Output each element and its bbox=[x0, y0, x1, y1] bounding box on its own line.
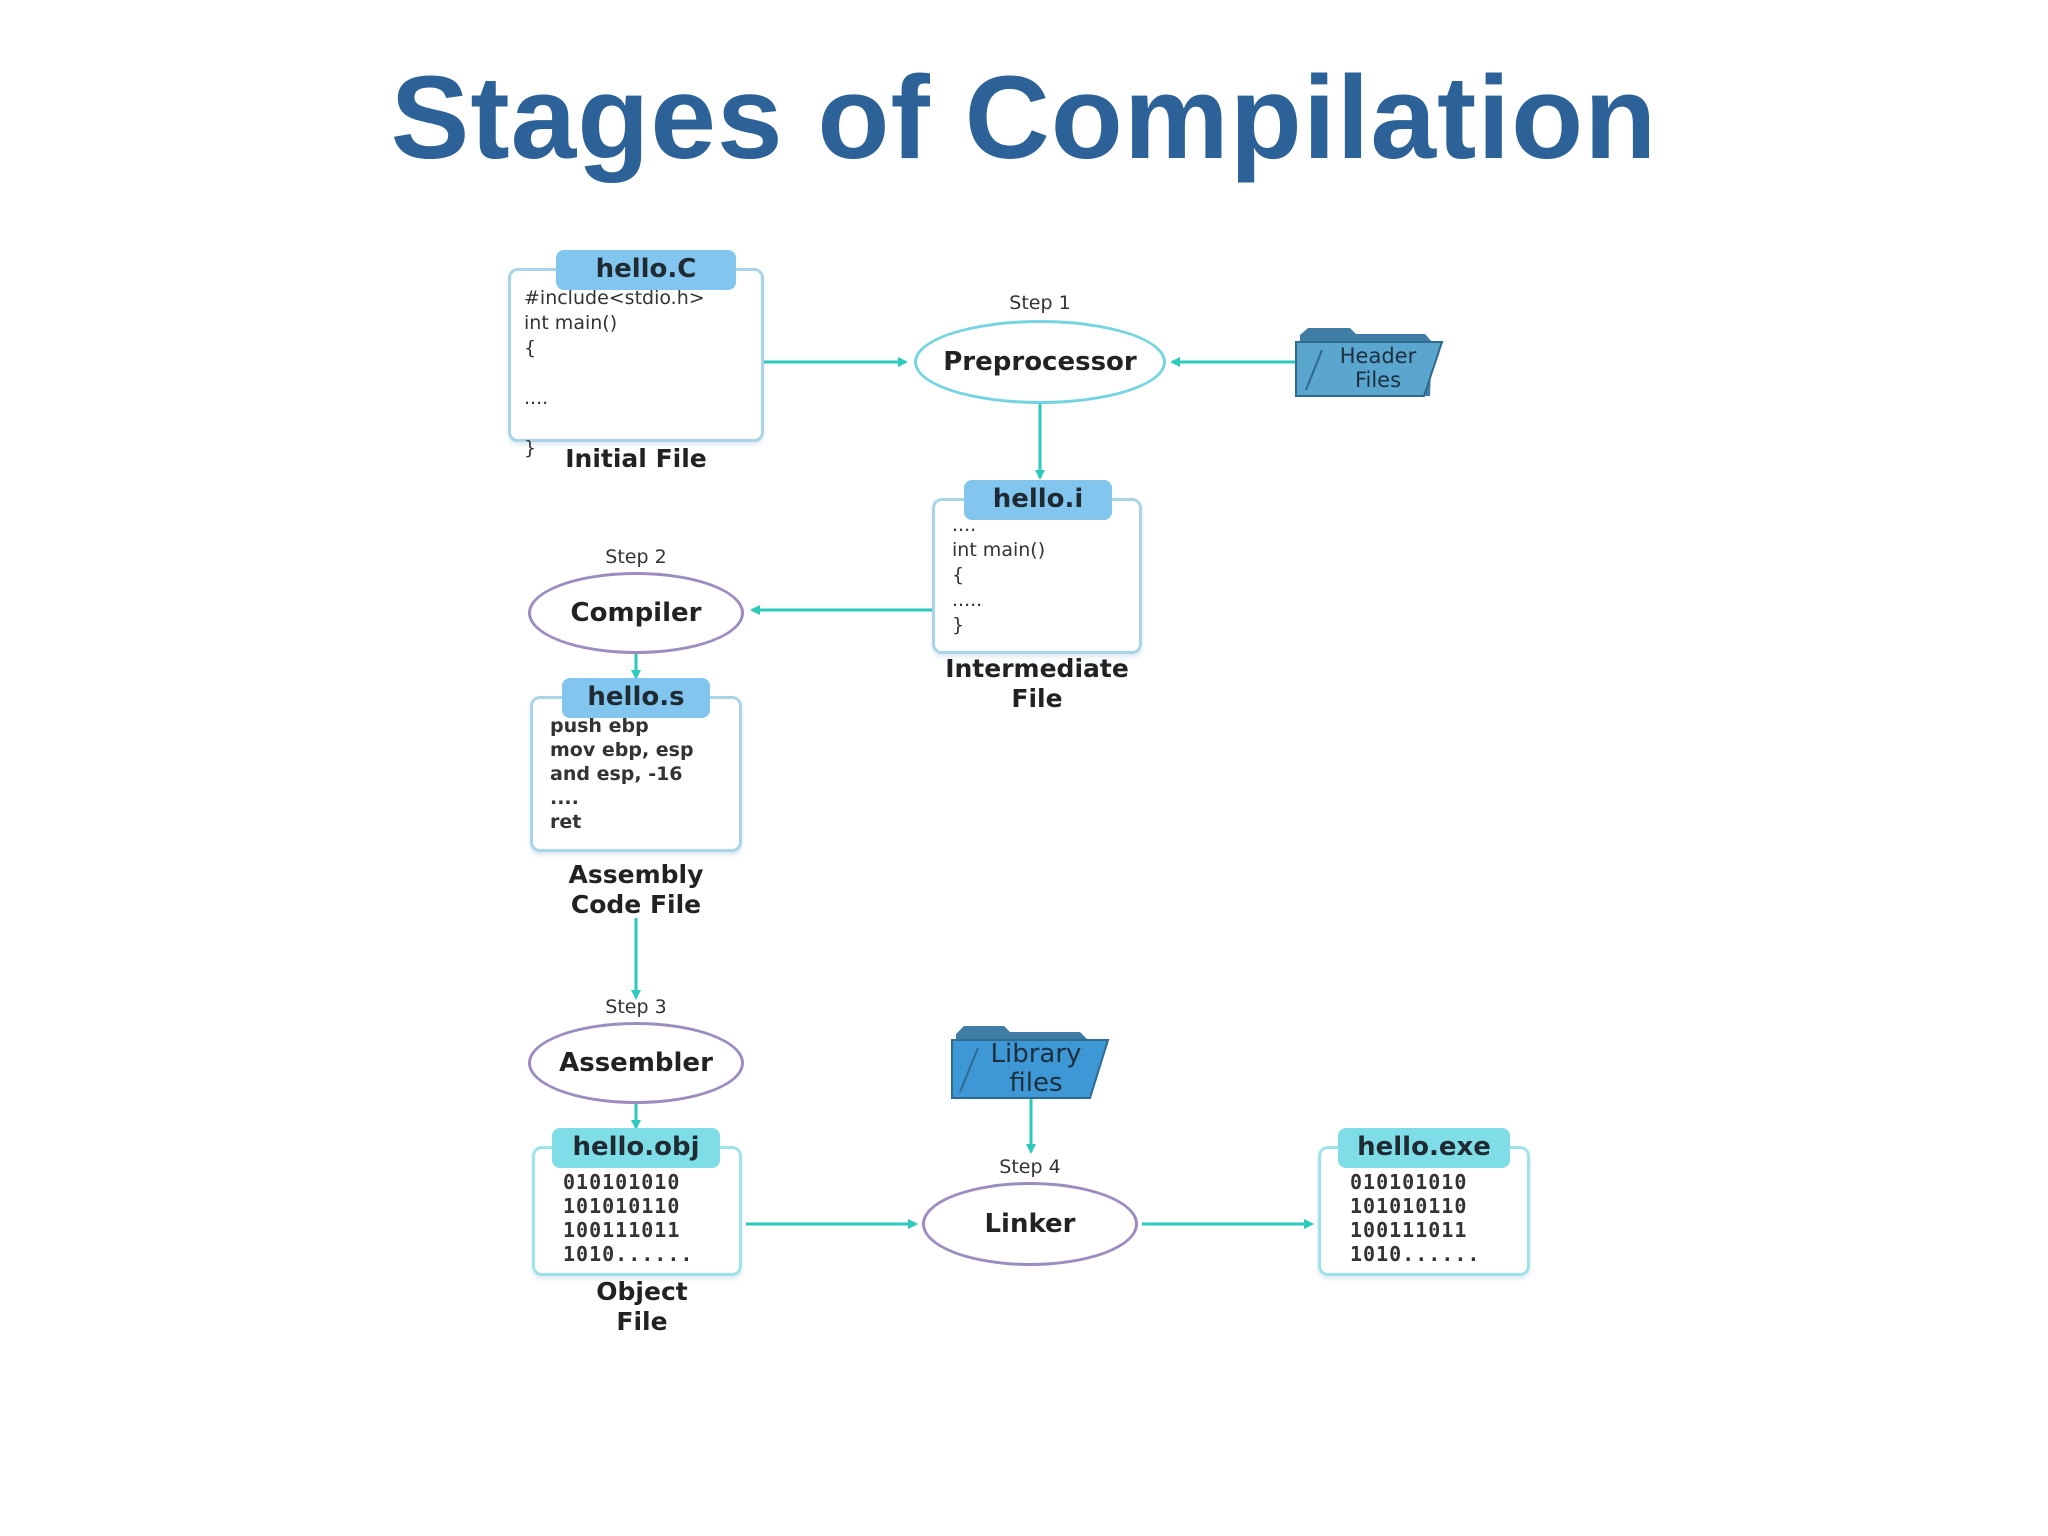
executable-file-code: 010101010 101010110 100111011 1010...... bbox=[1350, 1170, 1481, 1266]
initial-file-caption: Initial File bbox=[565, 444, 707, 473]
step-4-label: Step 4 bbox=[999, 1156, 1061, 1178]
assembly-file-card bbox=[530, 696, 742, 852]
intermediate-file-card bbox=[932, 498, 1142, 654]
initial-file-tag: hello.C bbox=[556, 250, 736, 290]
assembler-node: Assembler bbox=[528, 1022, 744, 1104]
step-2-label: Step 2 bbox=[605, 546, 667, 568]
object-file-code: 010101010 101010110 100111011 1010...... bbox=[563, 1170, 694, 1266]
slide-title: Stages of Compilation bbox=[390, 52, 1658, 184]
header-files-folder-icon bbox=[1295, 328, 1444, 397]
initial-file-card bbox=[508, 268, 764, 442]
assembly-file-caption: Assembly Code File bbox=[568, 860, 704, 919]
intermediate-file-tag: hello.i bbox=[964, 480, 1112, 520]
preprocessor-node: Preprocessor bbox=[914, 320, 1166, 404]
intermediate-file-caption: Intermediate File bbox=[945, 654, 1129, 713]
assembly-file-tag: hello.s bbox=[562, 678, 710, 718]
library-files-label: Library files bbox=[990, 1039, 1082, 1098]
initial-file-code: #include<stdio.h> int main() { .... } bbox=[524, 287, 705, 459]
step-3-label: Step 3 bbox=[605, 996, 667, 1018]
assembly-file-code: push ebp mov ebp, esp and esp, -16 .... … bbox=[550, 715, 694, 833]
step-1-label: Step 1 bbox=[1009, 292, 1071, 314]
intermediate-file-code: .... int main() { ..... } bbox=[952, 514, 1046, 636]
object-file-caption: Object File bbox=[596, 1277, 688, 1336]
library-files-folder-icon bbox=[951, 1026, 1110, 1099]
compiler-node: Compiler bbox=[528, 572, 744, 654]
executable-file-tag: hello.exe bbox=[1338, 1128, 1510, 1168]
header-files-label: Header Files bbox=[1339, 344, 1417, 392]
linker-node: Linker bbox=[922, 1182, 1138, 1266]
object-file-tag: hello.obj bbox=[552, 1128, 720, 1168]
